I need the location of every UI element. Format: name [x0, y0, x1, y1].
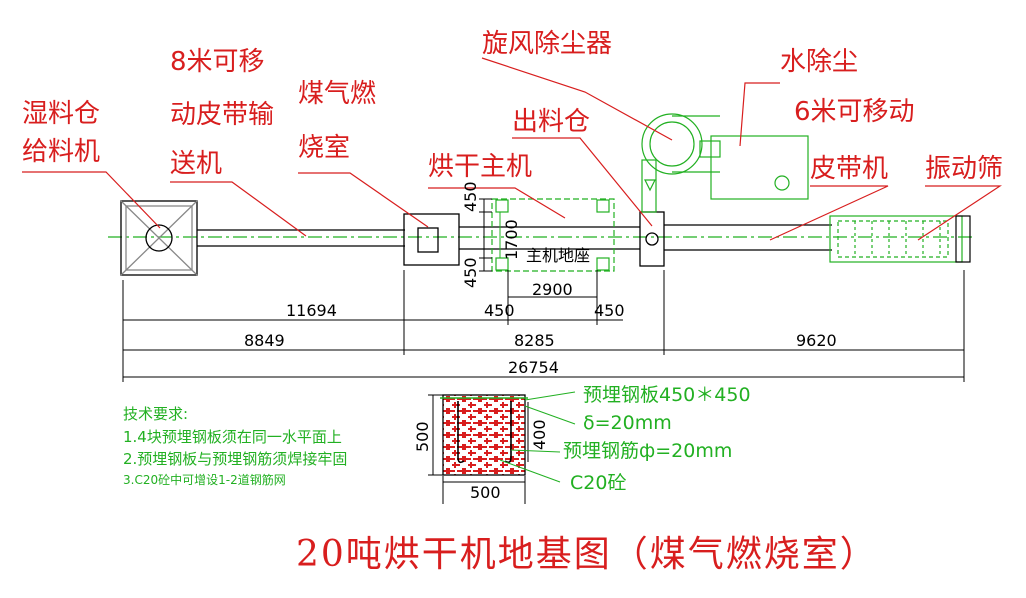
label-outlet-bin: 出料仓 — [512, 107, 590, 137]
label-water: 水除尘 — [780, 47, 858, 77]
drawing-title: 20吨烘干机地基图（煤气燃烧室） — [296, 534, 878, 575]
leader-lines — [22, 57, 1003, 241]
notes-title: 技术要求: — [123, 405, 188, 423]
detail-dim-500-side: 500 — [413, 421, 432, 452]
technical-notes: 技术要求: 1.4块预埋钢板须在同一水平面上 2.预埋钢板与预埋钢筋须焊接牢固 … — [123, 405, 347, 487]
label-base: 主机地座 — [526, 246, 590, 265]
dimension-lines — [122, 198, 965, 382]
dim-9620: 9620 — [796, 331, 837, 350]
gas-combustion-chamber — [403, 213, 460, 266]
label-conveyor6-1: 6米可移动 — [794, 97, 915, 127]
label-conveyor8-2: 动皮带输 — [170, 100, 274, 130]
label-cyclone: 旋风除尘器 — [482, 29, 612, 59]
dryer-base — [491, 198, 615, 272]
cyclone-dust-collector — [641, 113, 720, 213]
dimension-texts: 450 1700 450 2900 11694 450 450 8849 828… — [244, 181, 837, 377]
label-conveyor8-1: 8米可移 — [170, 47, 265, 77]
detail-dim-500-bottom: 500 — [470, 483, 501, 502]
rebar-hooks — [457, 401, 512, 464]
detail-concrete: C20砼 — [570, 472, 626, 494]
dim-450-left: 450 — [484, 301, 515, 320]
equipment-layout — [108, 113, 975, 276]
dim-1700: 1700 — [502, 219, 521, 260]
foundation-detail: 500 400 500 预埋钢板450＊450 δ=20mm 预埋钢筋ф=20m… — [413, 384, 751, 504]
label-conveyor8-3: 送机 — [170, 149, 222, 179]
detail-plate-line1: 预埋钢板450＊450 — [583, 384, 751, 406]
detail-plate-line2: δ=20mm — [583, 412, 672, 434]
outlet-bin — [639, 211, 665, 267]
dim-26754: 26754 — [508, 358, 559, 377]
dim-8285: 8285 — [514, 331, 555, 350]
dryer-drum — [459, 226, 640, 250]
dim-8849: 8849 — [244, 331, 285, 350]
detail-rebar: 预埋钢筋ф=20mm — [563, 440, 732, 462]
concrete-block — [442, 394, 526, 476]
detail-dim-400: 400 — [530, 419, 549, 450]
water-dust-collector — [699, 135, 809, 200]
vibrating-screen — [829, 215, 971, 263]
label-wet-bin-1: 湿料仓 — [22, 99, 100, 129]
label-gas-2: 烧室 — [298, 133, 350, 163]
dim-450-right: 450 — [594, 301, 625, 320]
conveyor-8m — [197, 229, 405, 247]
label-wet-bin-2: 给料机 — [22, 137, 100, 167]
label-conveyor6-2: 皮带机 — [810, 154, 888, 184]
label-screen: 振动筛 — [925, 154, 1003, 184]
label-dryer: 烘干主机 — [428, 152, 532, 182]
notes-item1: 1.4块预埋钢板须在同一水平面上 — [123, 428, 342, 446]
dim-2900: 2900 — [532, 280, 573, 299]
detail-leaders — [499, 391, 576, 483]
notes-item3: 3.C20砼中可增设1-2道钢筋网 — [123, 472, 286, 487]
equipment-labels: 湿料仓 给料机 8米可移 动皮带输 送机 煤气燃 烧室 烘干主机 出料仓 旋风除… — [22, 29, 1003, 265]
wet-bin-feeder — [120, 200, 198, 276]
dim-11694: 11694 — [286, 301, 337, 320]
dim-450-bottom: 450 — [461, 257, 480, 288]
notes-item2: 2.预埋钢板与预埋钢筋须焊接牢固 — [123, 450, 347, 468]
dim-450-top: 450 — [461, 181, 480, 212]
label-gas-1: 煤气燃 — [298, 79, 376, 109]
